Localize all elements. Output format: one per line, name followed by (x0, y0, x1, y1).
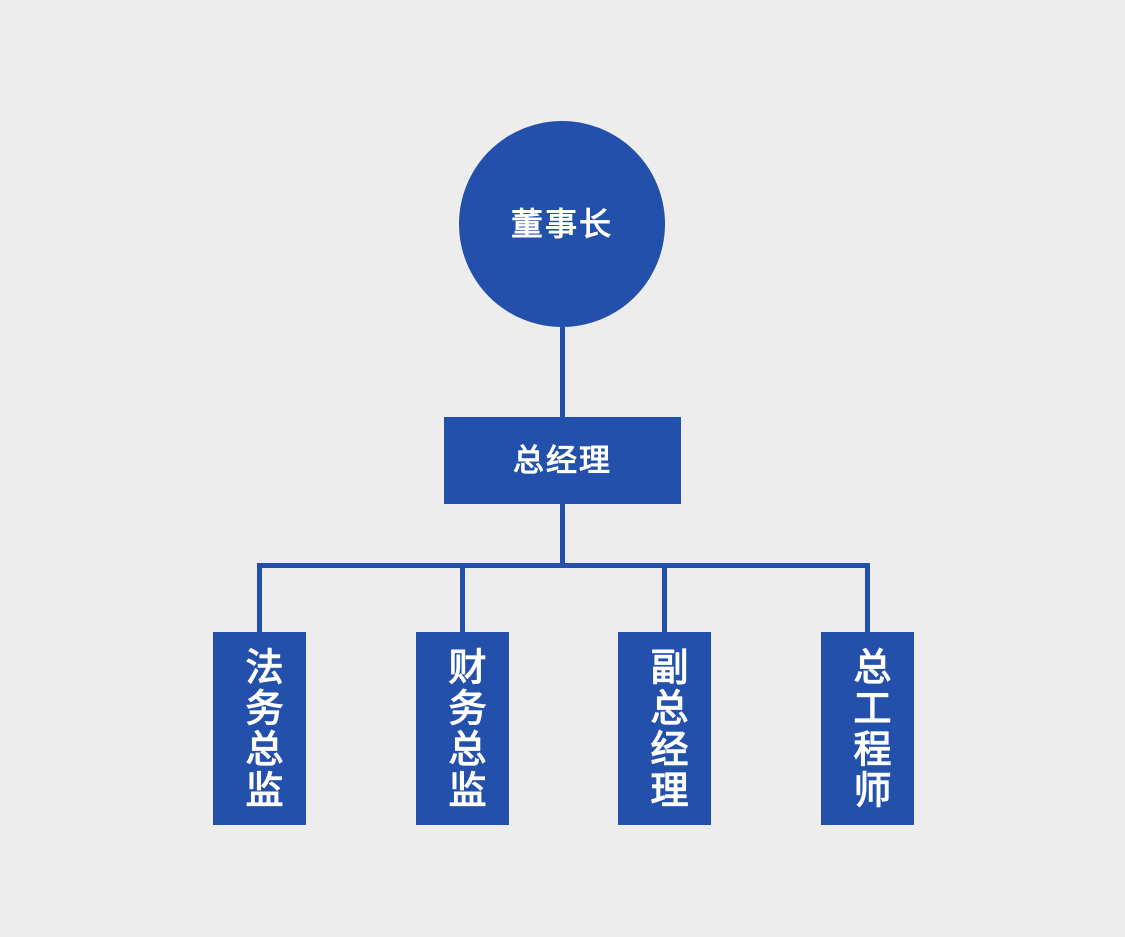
node-chairman-label: 董事长 (510, 206, 613, 242)
connector-drop-legal-director (257, 563, 262, 632)
connector-general-manager-stem (560, 504, 565, 565)
node-finance-director-label: 财务总监 (442, 646, 485, 811)
connector-drop-finance-director (460, 563, 465, 632)
node-legal-director-label: 法务总监 (239, 646, 282, 811)
connector-drop-deputy-general-manager (662, 563, 667, 632)
node-general-manager[interactable]: 总经理 (444, 417, 681, 504)
node-chairman[interactable]: 董事长 (459, 121, 665, 327)
node-general-manager-label: 总经理 (513, 443, 612, 478)
node-finance-director[interactable]: 财务总监 (416, 632, 509, 825)
connector-drop-chief-engineer (865, 563, 870, 632)
node-deputy-general-manager[interactable]: 副总经理 (618, 632, 711, 825)
node-legal-director[interactable]: 法务总监 (213, 632, 306, 825)
connector-chairman-to-general-manager (560, 327, 565, 417)
connector-horizontal-bus (259, 563, 869, 568)
node-chief-engineer[interactable]: 总工程师 (821, 632, 914, 825)
node-deputy-general-manager-label: 副总经理 (644, 646, 687, 811)
node-chief-engineer-label: 总工程师 (847, 646, 890, 811)
